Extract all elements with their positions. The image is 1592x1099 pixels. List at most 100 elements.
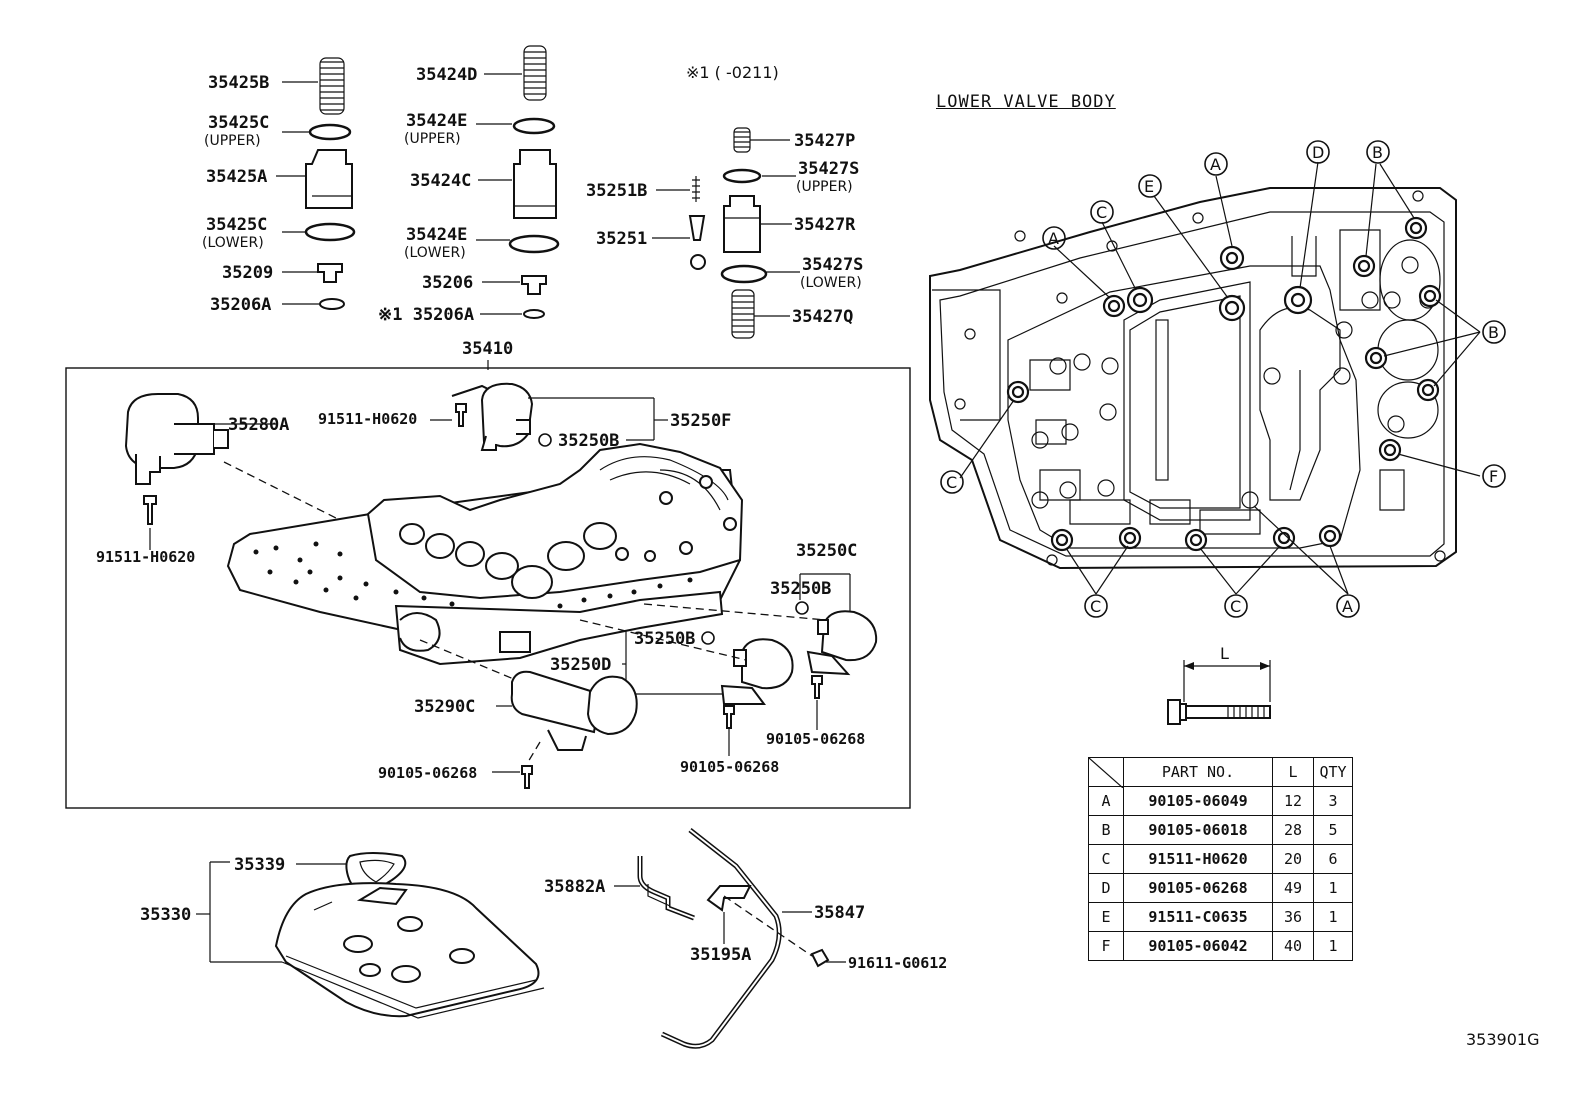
section-title-lower-valve-body: LOWER VALVE BODY [936,92,1116,112]
label-35424E-lower: 35424E [406,225,467,245]
row-length: 40 [1272,931,1314,961]
row-qty: 1 [1313,902,1353,932]
label-35427S-lower: 35427S [802,255,863,275]
row-qty: 1 [1313,931,1353,961]
lower-valve-body-drawing [929,161,1481,595]
label-upper-1: (UPPER) [204,133,261,149]
label-35206A-2: ※1 35206A [378,305,474,325]
label-35427P: 35427P [794,131,855,151]
pipe-35847 [660,828,812,1049]
callout-A-1: A [1048,229,1059,248]
callout-C-1: C [1096,203,1107,222]
label-lower-3: (LOWER) [800,275,862,291]
row-length: 36 [1272,902,1314,932]
row-length: 28 [1272,815,1314,845]
row-length: 12 [1272,786,1314,816]
solenoid-35250D [622,630,794,756]
table-row: A 90105-06049 12 3 [1088,786,1353,816]
corner-diagonal-icon [1089,758,1123,788]
valve-body-drawing [226,442,744,666]
label-35250F: 35250F [670,411,731,431]
row-qty: 5 [1313,815,1353,845]
valve-body-assembly-box [65,367,911,809]
label-35330: 35330 [140,905,191,925]
label-35882A: 35882A [544,877,605,897]
assembly-dash-lines [223,461,827,763]
label-35847: 35847 [814,903,865,923]
label-35209: 35209 [222,263,273,283]
callout-C-3: C [1090,597,1101,616]
solenoid-35250F [430,382,668,451]
callout-B-2: B [1488,323,1499,342]
callout-F: F [1489,467,1498,486]
check-ball-35251 [652,176,706,270]
row-part-no: 91511-C0635 [1123,902,1273,932]
label-35206A-1: 35206A [210,295,271,315]
row-key: C [1088,844,1124,874]
accumulator-group-35424 [476,45,560,319]
callout-E: E [1144,177,1154,196]
label-35425C-upper: 35425C [208,113,269,133]
label-bolt-90105-1: 90105-06268 [766,730,865,748]
table-row: C 91511-H0620 20 6 [1088,844,1353,874]
row-qty: 6 [1313,844,1353,874]
table-row: E 91511-C0635 36 1 [1088,902,1353,932]
row-part-no: 91511-H0620 [1123,844,1273,874]
label-35427R: 35427R [794,215,856,235]
row-key: F [1088,931,1124,961]
bolt-spec-table: PART NO. L QTY A 90105-06049 12 3 B 9010… [1088,757,1353,961]
solenoid-35280A [124,393,278,485]
table-header-corner [1088,757,1124,788]
callout-B-1: B [1372,143,1383,162]
label-35339: 35339 [234,855,285,875]
row-qty: 1 [1313,873,1353,903]
table-header-part-no: PART NO. [1123,757,1273,787]
row-length: 20 [1272,844,1314,874]
accumulator-group-35427 [720,127,800,339]
table-row: F 90105-06042 40 1 [1088,931,1353,961]
label-35250C: 35250C [796,541,857,561]
label-35427S-upper: 35427S [798,159,859,179]
label-lower-1: (LOWER) [202,235,264,251]
label-35425A: 35425A [206,167,267,187]
label-bolt-91511-2: 91511-H0620 [318,410,417,428]
label-35206: 35206 [422,273,473,293]
table-header-L: L [1272,757,1314,787]
row-key: A [1088,786,1124,816]
oil-strainer-35330 [196,852,545,1019]
dimension-label-L: L [1220,644,1229,663]
table-row: B 90105-06018 28 5 [1088,815,1353,845]
solenoid-35250C [795,573,878,730]
callout-circles [940,140,1506,618]
table-row: D 90105-06268 49 1 [1088,873,1353,903]
label-upper-3: (UPPER) [796,179,853,195]
drawing-code: 353901G [1466,1030,1540,1049]
label-lower-2: (LOWER) [404,245,466,261]
label-35195A: 35195A [690,945,751,965]
label-35424C: 35424C [410,171,471,191]
table-header-row: PART NO. L QTY [1088,757,1353,788]
label-35427Q: 35427Q [792,307,853,327]
label-35425C-lower: 35425C [206,215,267,235]
row-part-no: 90105-06018 [1123,815,1273,845]
label-upper-2: (UPPER) [404,131,461,147]
label-35250B-2: 35250B [770,579,831,599]
row-part-no: 90105-06268 [1123,873,1273,903]
pipe-35882A [614,856,695,921]
label-35251: 35251 [596,229,647,249]
label-35250D: 35250D [550,655,611,675]
callout-C-4: C [1230,597,1241,616]
callout-A-3: A [1342,597,1353,616]
label-35280A: 35280A [228,415,289,435]
note-text: ※1 ( -0211) [686,63,779,82]
bolt-91511-left [143,495,157,550]
clamp-35195A [706,885,846,968]
row-key: D [1088,873,1124,903]
label-35425B: 35425B [208,73,269,93]
label-bolt-91611: 91611-G0612 [848,954,947,972]
row-qty: 3 [1313,786,1353,816]
row-part-no: 90105-06042 [1123,931,1273,961]
bolt-length-drawing [1167,660,1271,725]
row-length: 49 [1272,873,1314,903]
